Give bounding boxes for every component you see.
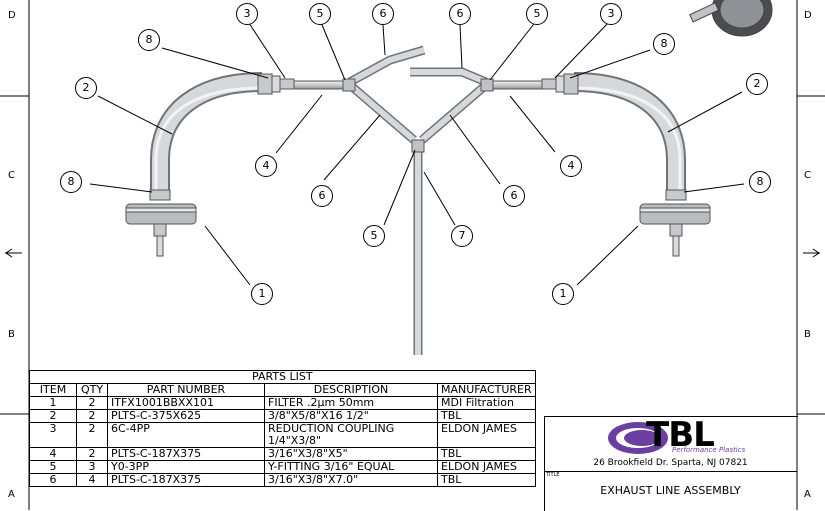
description-cell: Y-FITTING 3/16" EQUAL	[264, 460, 438, 474]
item-balloon: 5	[309, 3, 331, 25]
manufacturer-cell: TBL	[437, 409, 536, 423]
part-number-cell: 6C-4PP	[107, 422, 265, 448]
item-balloon: 6	[372, 3, 394, 25]
title-block	[544, 416, 798, 511]
zone-letter: A	[804, 489, 811, 500]
item-balloon: 6	[311, 185, 333, 207]
tube-item-2-right	[573, 72, 686, 192]
header-part-number: PART NUMBER	[107, 383, 265, 397]
tube-item-2-left	[150, 72, 263, 192]
part-number-cell: ITFX1001BBXX101	[107, 396, 265, 410]
logo-subtitle: Performance Plastics	[672, 446, 746, 454]
item-balloon: 2	[75, 77, 97, 99]
part-number-cell: Y0-3PP	[107, 460, 265, 474]
item-balloon: 8	[749, 171, 771, 193]
title-label: TITLE	[546, 472, 560, 478]
zone-letter: A	[8, 489, 15, 500]
qty-cell: 2	[76, 396, 108, 410]
description-cell: REDUCTION COUPLING 1/4"X3/8"	[264, 422, 438, 448]
part-number-cell: PLTS-C-375X625	[107, 409, 265, 423]
filter-right	[639, 189, 711, 257]
item-balloon: 1	[251, 283, 273, 305]
item-balloon: 8	[60, 171, 82, 193]
drawing-title: EXHAUST LINE ASSEMBLY	[600, 484, 741, 497]
item-balloon: 2	[746, 73, 768, 95]
item-balloon: 8	[138, 29, 160, 51]
item-balloon: 4	[255, 155, 277, 177]
item-balloon: 1	[552, 283, 574, 305]
filter-left	[125, 189, 197, 257]
title-block-divider	[544, 471, 797, 472]
item-balloon: 3	[600, 3, 622, 25]
item-cell: 4	[29, 447, 77, 461]
item-balloon: 6	[449, 3, 471, 25]
coupling-right	[491, 73, 579, 95]
description-cell: 3/8"X5/8"X16 1/2"	[264, 409, 438, 423]
coupling-left	[257, 73, 345, 95]
qty-cell: 2	[76, 409, 108, 423]
manufacturer-cell: TBL	[437, 447, 536, 461]
filter-iso-view	[689, 0, 773, 37]
manufacturer-cell: TBL	[437, 473, 536, 487]
item-balloon: 5	[526, 3, 548, 25]
item-cell: 6	[29, 473, 77, 487]
qty-cell: 3	[76, 460, 108, 474]
branch-tubes	[347, 45, 489, 355]
parts-list-table: PARTS LIST ITEM QTY PART NUMBER DESCRIPT…	[29, 370, 536, 487]
zone-letter: C	[8, 170, 15, 181]
header-manufacturer: MANUFACTURER	[437, 383, 536, 397]
leader-lines	[89, 19, 745, 286]
item-balloon: 4	[560, 155, 582, 177]
y-fittings	[342, 78, 494, 153]
manufacturer-cell: ELDON JAMES	[437, 422, 536, 448]
item-balloon: 7	[451, 225, 473, 247]
header-qty: QTY	[76, 383, 108, 397]
item-cell: 3	[29, 422, 77, 448]
header-item: ITEM	[29, 383, 77, 397]
parts-list-header-row: ITEM QTY PART NUMBER DESCRIPTION MANUFAC…	[29, 383, 536, 397]
item-balloon: 3	[236, 3, 258, 25]
qty-cell: 2	[76, 447, 108, 461]
item-cell: 2	[29, 409, 77, 423]
item-balloon: 8	[653, 33, 675, 55]
parts-list-title: PARTS LIST	[29, 370, 536, 384]
logo-text: TBL	[646, 415, 715, 455]
description-cell: 3/16"X3/8"X5"	[264, 447, 438, 461]
part-number-cell: PLTS-C-187X375	[107, 447, 265, 461]
manufacturer-cell: ELDON JAMES	[437, 460, 536, 474]
zone-letter: D	[804, 10, 812, 21]
qty-cell: 4	[76, 473, 108, 487]
item-balloon: 6	[503, 185, 525, 207]
zone-letter: B	[804, 329, 811, 340]
company-address: 26 Brookfield Dr. Sparta, NJ 07821	[593, 458, 748, 468]
company-logo: TBL Performance Plastics	[590, 415, 750, 459]
header-description: DESCRIPTION	[264, 383, 438, 397]
zone-letter: C	[804, 170, 811, 181]
item-cell: 5	[29, 460, 77, 474]
description-cell: 3/16"X3/8"X7.0"	[264, 473, 438, 487]
zone-letter: B	[8, 329, 15, 340]
item-cell: 1	[29, 396, 77, 410]
zone-letter: D	[8, 10, 16, 21]
manufacturer-cell: MDI Filtration	[437, 396, 536, 410]
part-number-cell: PLTS-C-187X375	[107, 473, 265, 487]
qty-cell: 2	[76, 422, 108, 448]
description-cell: FILTER .2µm 50mm	[264, 396, 438, 410]
item-balloon: 5	[363, 225, 385, 247]
